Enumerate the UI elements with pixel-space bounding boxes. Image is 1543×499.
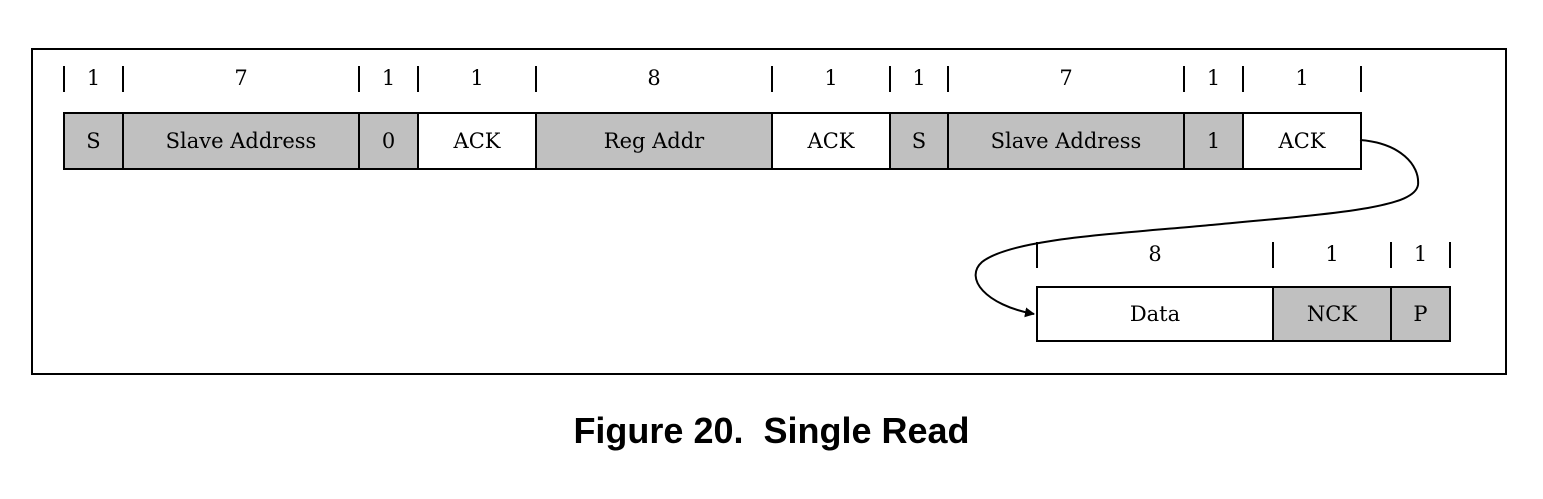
row1-bit-count-8: 1 (1207, 66, 1220, 90)
row1-field-0 (63, 112, 124, 170)
row1-field-label-8: 1 (1207, 129, 1220, 153)
row1-bit-count-4: 8 (647, 66, 660, 90)
row1-field-4 (535, 112, 773, 170)
row1-bit-count-6: 1 (912, 66, 925, 90)
row1-bit-count-9: 1 (1295, 66, 1308, 90)
row1-bit-count-1: 7 (234, 66, 247, 90)
row1-field-8 (1183, 112, 1244, 170)
row2-field-label-0: Data (1130, 302, 1180, 326)
row1-bit-count-5: 1 (824, 66, 837, 90)
row1-field-label-2: 0 (382, 129, 395, 153)
figure-caption: Figure 20. Single Read (573, 410, 970, 451)
row2-field-0 (1036, 286, 1274, 342)
row1-bit-count-3: 1 (470, 66, 483, 90)
row1-field-3 (417, 112, 537, 170)
row1-field-label-4: Reg Addr (604, 129, 705, 153)
row1-bit-count-7: 7 (1059, 66, 1072, 90)
row2-field-label-1: NCK (1307, 302, 1357, 326)
row1-field-label-1: Slave Address (166, 129, 317, 153)
row2-field-1 (1272, 286, 1392, 342)
continuation-arrow (974, 139, 1420, 318)
row1-field-6 (889, 112, 949, 170)
row1-bit-count-0: 1 (87, 66, 100, 90)
row2-field-label-2: P (1413, 302, 1427, 326)
row2-bit-count-2: 1 (1414, 242, 1427, 266)
row1-field-label-7: Slave Address (991, 129, 1142, 153)
row1-field-label-3: ACK (453, 129, 501, 153)
row1-field-label-6: S (912, 129, 926, 153)
row2-field-2 (1390, 286, 1451, 342)
row1-field-7 (947, 112, 1185, 170)
row1-field-label-0: S (86, 129, 100, 153)
row1-field-5 (771, 112, 891, 170)
row1-bit-count-2: 1 (382, 66, 395, 90)
row1-field-label-9: ACK (1278, 129, 1326, 153)
row2-bit-count-0: 8 (1148, 242, 1161, 266)
row1-field-1 (122, 112, 360, 170)
row1-field-label-5: ACK (807, 129, 855, 153)
row2-bit-count-1: 1 (1325, 242, 1338, 266)
